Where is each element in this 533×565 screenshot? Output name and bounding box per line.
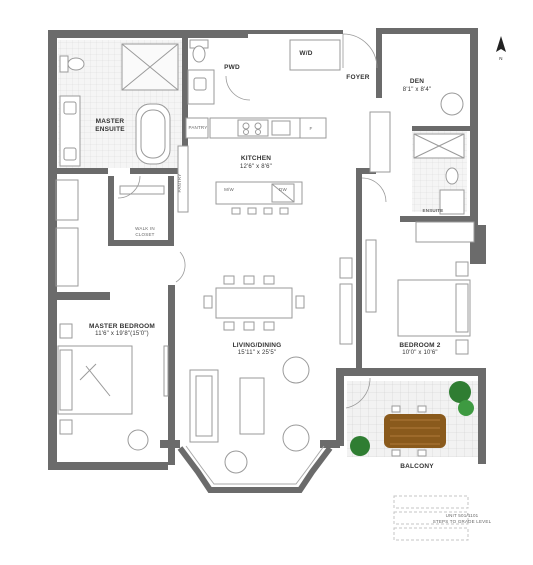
label-ensuite: ENSUITE [422, 208, 444, 213]
north-arrow-icon [496, 36, 506, 52]
balcony-furniture [350, 381, 474, 457]
doors [117, 33, 387, 409]
label-pwd: PWD [224, 64, 240, 71]
label-den: DEN [409, 78, 425, 85]
bay-window [177, 446, 333, 493]
label-pantry: PANTRY [188, 125, 208, 130]
label-wd: W/D [299, 50, 313, 57]
steps [393, 495, 469, 541]
label-balcony: BALCONY [400, 463, 434, 470]
label-microwave: M/W [224, 187, 234, 192]
walls [48, 28, 486, 470]
label-living-dining: LIVING/DINING [232, 342, 282, 349]
dims-kitchen: 12'6" x 8'6" [240, 164, 272, 170]
note-steps: STEPS TO GRADE LEVEL [432, 519, 492, 524]
label-foyer: FOYER [346, 74, 370, 81]
label-dishwasher: DW [279, 187, 287, 192]
note-unit: UNIT 501/1101 [445, 513, 479, 518]
label-walk-in-closet: WALK IN CLOSET [135, 226, 155, 237]
dims-master-bedroom: 11'6" x 19'8"(15'0") [95, 331, 149, 337]
label-fridge: F [309, 126, 313, 131]
label-kitchen: KITCHEN [240, 155, 272, 162]
dims-den: 8'1" x 8'4" [402, 87, 432, 93]
label-master-ensuite: MASTER ENSUITE [95, 118, 125, 133]
north-label: N [499, 56, 503, 61]
label-bedroom2: BEDROOM 2 [399, 342, 441, 349]
label-master-bedroom: MASTER BEDROOM [89, 323, 155, 330]
fixtures [55, 39, 475, 474]
dims-living-dining: 15'11" x 25'5" [237, 350, 277, 356]
label-pantry-side: PANTRY [177, 173, 182, 193]
dims-bedroom2: 10'0" x 10'6" [402, 350, 438, 356]
